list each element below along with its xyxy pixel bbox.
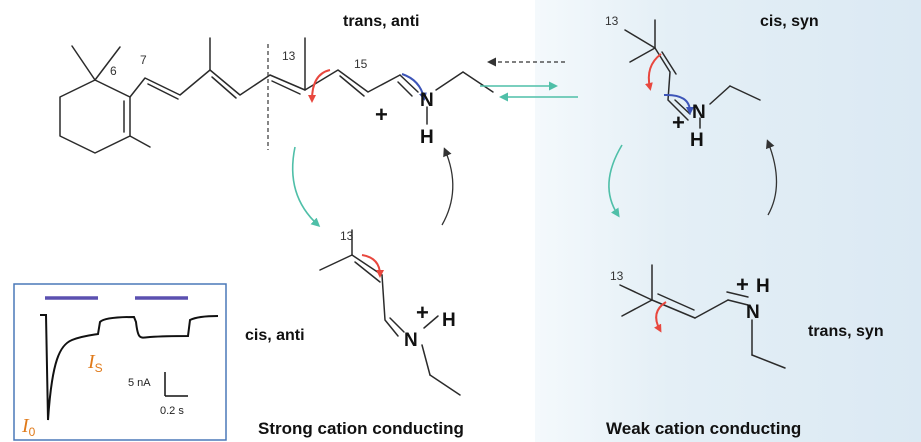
positive-charge: + [416,300,429,325]
molecule-cis-anti: N + H 13 [319,229,461,396]
nitrogen-atom: N [420,90,434,111]
rotation-arrow-red [654,301,667,333]
hydrogen-atom: H [420,127,434,148]
current-trace-line [40,314,219,421]
rotation-arrow-red [308,69,331,103]
nitrogen-atom: N [746,302,760,323]
arrow-cycle-left-down [291,146,321,228]
positive-charge: + [672,110,685,135]
scale-current-label: 5 nA [128,377,151,389]
weak-conducting-region [535,0,921,442]
carbon-15-label: 15 [354,57,368,71]
arrow-cycle-left-up [441,147,454,226]
positive-charge: + [375,102,388,127]
steady-state-current-label: IS [87,351,103,375]
carbon-13-label: 13 [605,14,619,28]
nitrogen-atom: N [404,330,418,351]
carbon-13-label: 13 [340,229,354,243]
molecule-cis-syn: N + H 13 [605,14,761,151]
molecule-trans-anti: N + H 6 7 13 15 [59,37,494,154]
rotation-arrow-blue [401,73,427,101]
state-label-cis-syn: cis, syn [760,13,819,30]
hydrogen-atom: H [690,130,704,151]
inset-frame [13,283,227,441]
arrow-cycle-right-up [766,139,778,216]
caption-weak-conducting: Weak cation conducting [606,419,801,438]
molecule-trans-syn: N + H 13 [610,264,786,369]
nitrogen-atom: N [692,102,706,123]
rotation-arrow-blue [663,93,694,115]
carbon-13-label: 13 [282,49,296,63]
carbon-13-label: 13 [610,269,624,283]
caption-strong-conducting: Strong cation conducting [258,419,464,438]
rotation-arrow-red [361,254,384,278]
current-trace-inset: IS I0 5 nA 0.2 s [13,283,227,441]
hydrogen-atom: H [756,276,770,297]
rotation-arrow-red [644,53,662,91]
state-label-trans-syn: trans, syn [808,323,884,340]
state-label-trans-anti: trans, anti [343,13,419,30]
positive-charge: + [736,272,749,297]
hydrogen-atom: H [442,310,456,331]
peak-current-label: I0 [21,415,36,439]
carbon-6-label: 6 [110,64,117,78]
scale-time-label: 0.2 s [160,405,184,417]
carbon-7-label: 7 [140,53,147,67]
state-label-cis-anti: cis, anti [245,327,305,344]
arrow-cycle-right-down [608,144,623,218]
